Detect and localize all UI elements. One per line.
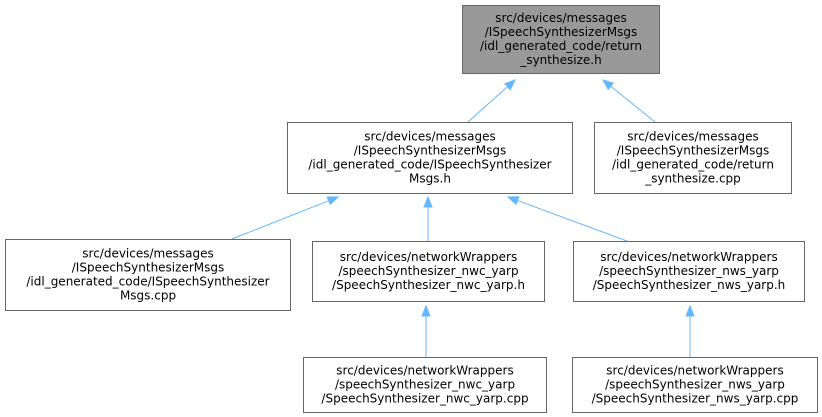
edge-line xyxy=(517,199,628,242)
node-ISpeechSynthesizerMsgs_h[interactable]: src/devices/messages/ISpeechSynthesizerM… xyxy=(287,122,573,194)
edges-layer xyxy=(231,79,695,357)
edge-nws_yarp_h-to-ISpeechSynthesizerMsgs_h xyxy=(506,196,628,242)
edge-line xyxy=(231,200,329,240)
node-box xyxy=(312,241,545,302)
arrowhead-icon xyxy=(326,196,340,206)
node-label-line: src/devices/messages xyxy=(82,247,213,261)
node-label-line: _synthesize.h xyxy=(519,53,601,67)
edge-ISpeechSynthesizerMsgs_h-to-return_synthesize_h xyxy=(467,79,517,123)
node-label-line: /ISpeechSynthesizerMsgs xyxy=(485,25,637,39)
node-label-line: src/devices/messages xyxy=(364,130,495,144)
node-label-line: /speechSynthesizer_nws_yarp xyxy=(599,264,779,278)
edge-return_synthesize_cpp-to-return_synthesize_h xyxy=(601,79,656,123)
node-box xyxy=(573,241,805,302)
arrowhead-icon xyxy=(504,79,517,91)
node-label-line: src/devices/networkWrappers xyxy=(600,250,777,264)
arrowhead-icon xyxy=(601,79,615,91)
edge-nwc_yarp_h-to-ISpeechSynthesizerMsgs_h xyxy=(423,195,433,241)
nodes-layer: src/devices/messages/ISpeechSynthesizerM… xyxy=(5,5,818,413)
edge-nwc_yarp_cpp-to-nwc_yarp_h xyxy=(421,304,431,357)
node-box xyxy=(594,122,792,194)
node-label-line: /speechSynthesizer_nwc_yarp xyxy=(335,378,515,392)
node-label-line: src/devices/messages xyxy=(495,11,626,25)
node-nwc_yarp_cpp[interactable]: src/devices/networkWrappers/speechSynthe… xyxy=(303,357,547,413)
node-label-line: /SpeechSynthesizer_nwc_yarp.cpp xyxy=(321,392,528,406)
edge-line xyxy=(467,86,508,123)
edge-nws_yarp_cpp-to-nws_yarp_h xyxy=(685,304,695,357)
node-return_synthesize_cpp[interactable]: src/devices/messages/ISpeechSynthesizerM… xyxy=(594,122,792,194)
edge-line xyxy=(610,85,656,123)
node-label-line: /idl_generated_code/ISpeechSynthesizer xyxy=(308,158,551,172)
node-box xyxy=(462,5,660,74)
node-nws_yarp_h[interactable]: src/devices/networkWrappers/speechSynthe… xyxy=(573,241,805,302)
node-label-line: /ISpeechSynthesizerMsgs xyxy=(617,144,769,158)
node-box xyxy=(287,122,573,194)
node-label-line: /speechSynthesizer_nwc_yarp xyxy=(338,264,518,278)
node-nwc_yarp_h[interactable]: src/devices/networkWrappers/speechSynthe… xyxy=(312,241,545,302)
node-label-line: _synthesize.cpp xyxy=(644,172,741,186)
node-label-line: /ISpeechSynthesizerMsgs xyxy=(72,261,224,275)
node-label-line: /SpeechSynthesizer_nws_yarp.cpp xyxy=(592,392,799,406)
node-label-line: src/devices/messages xyxy=(627,130,758,144)
node-label-line: Msgs.h xyxy=(409,172,451,186)
arrowhead-icon xyxy=(506,196,520,206)
node-box xyxy=(5,239,291,311)
node-label-line: src/devices/networkWrappers xyxy=(340,250,517,264)
arrowhead-icon xyxy=(421,304,431,317)
node-label-line: Msgs.cpp xyxy=(120,289,176,303)
node-label-line: /speechSynthesizer_nws_yarp xyxy=(605,378,785,392)
node-box xyxy=(572,357,818,413)
node-label-line: /ISpeechSynthesizerMsgs xyxy=(354,144,506,158)
node-label-line: /idl_generated_code/return xyxy=(612,158,774,172)
node-label-line: src/devices/networkWrappers xyxy=(336,364,513,378)
node-label-line: src/devices/networkWrappers xyxy=(606,364,783,378)
node-return_synthesize_h: src/devices/messages/ISpeechSynthesizerM… xyxy=(462,5,660,74)
arrowhead-icon xyxy=(423,195,433,208)
node-box xyxy=(303,357,547,413)
node-label-line: /idl_generated_code/return xyxy=(480,39,642,53)
node-label-line: /SpeechSynthesizer_nws_yarp.h xyxy=(593,278,786,292)
arrowhead-icon xyxy=(685,304,695,317)
node-ISpeechSynthesizerMsgs_cpp[interactable]: src/devices/messages/ISpeechSynthesizerM… xyxy=(5,239,291,311)
node-label-line: /SpeechSynthesizer_nwc_yarp.h xyxy=(332,278,525,292)
node-nws_yarp_cpp[interactable]: src/devices/networkWrappers/speechSynthe… xyxy=(572,357,818,413)
node-label-line: /idl_generated_code/ISpeechSynthesizer xyxy=(26,275,269,289)
edge-ISpeechSynthesizerMsgs_cpp-to-ISpeechSynthesizerMsgs_h xyxy=(231,196,340,240)
